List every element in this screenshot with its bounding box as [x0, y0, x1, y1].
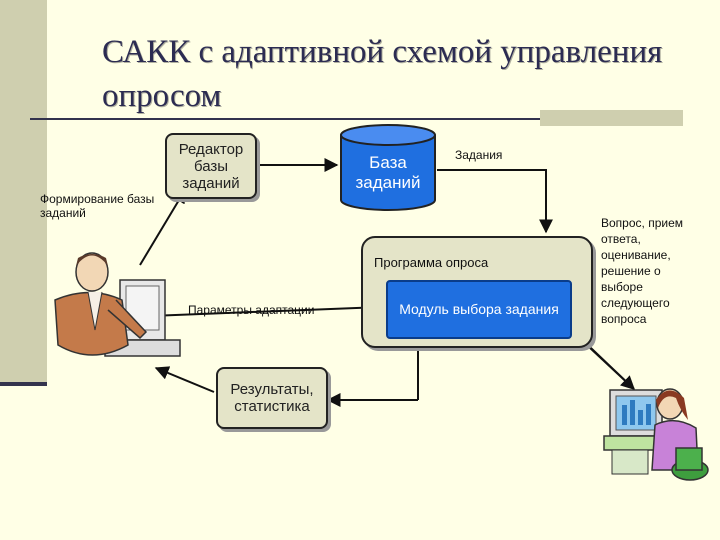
man-at-computer-icon: [54, 252, 181, 357]
zadaniya-label: Задания: [455, 148, 503, 162]
woman-at-computer-icon: [603, 388, 709, 481]
params-label: Параметры адаптации: [188, 303, 315, 317]
program-label: Программа опроса: [374, 255, 489, 270]
module-label: Модуль выбора задания: [399, 301, 559, 317]
vopros-label: Вопрос, прием ответа, оценивание, решени…: [601, 216, 683, 326]
editor-label: Редактор базы заданий: [178, 140, 244, 192]
arrow-results-to-man: [154, 366, 215, 393]
editor-box: Редактор базы заданий: [165, 133, 257, 199]
title-underline: [30, 118, 540, 120]
left-decor-bar: [0, 0, 47, 386]
module-box: Модуль выбора задания: [386, 280, 572, 339]
arrow-formirovanie-to-editor: [139, 188, 186, 266]
page-title: САКК с адаптивной схемой управления опро…: [102, 34, 663, 114]
database-label: База заданий: [355, 152, 421, 192]
results-label: Результаты, статистика: [230, 381, 314, 415]
arrow-database-to-program: [437, 169, 553, 234]
title-accent-bar: [540, 110, 683, 126]
formirovanie-label: Формирование базы заданий: [40, 192, 155, 220]
left-decor-line: [0, 382, 47, 386]
results-box: Результаты, статистика: [216, 367, 328, 429]
database-cylinder: [340, 124, 436, 211]
arrow-params-to-module: [149, 300, 384, 317]
